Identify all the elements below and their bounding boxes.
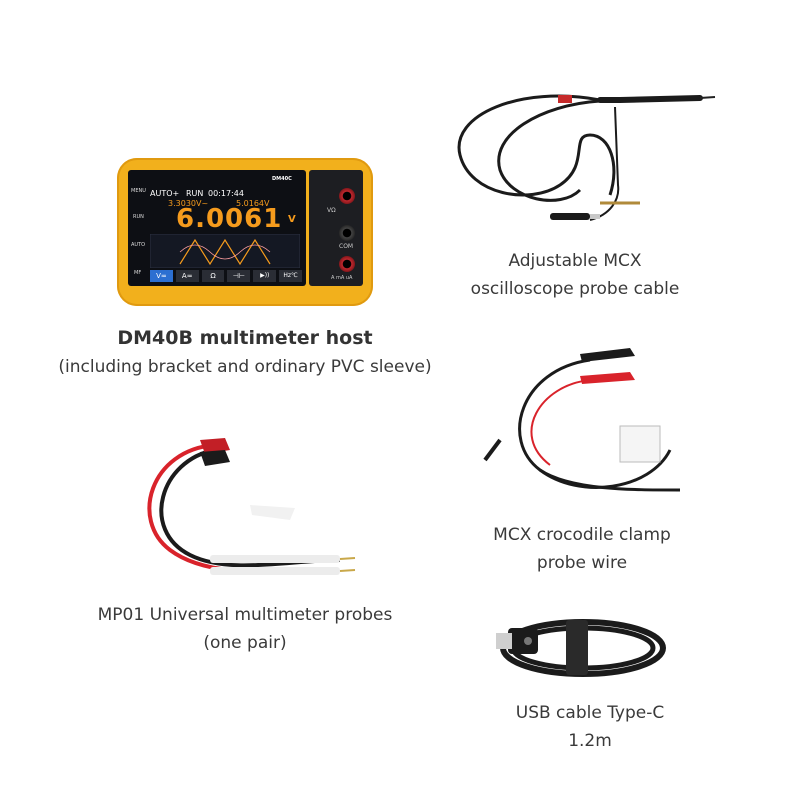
screen-menu-icon: MENU [131, 188, 146, 194]
multimeter-probes-image [147, 438, 356, 575]
oscilloscope-probe-image [457, 94, 716, 221]
caption-clamp-wire-line1: MCX crocodile clamp [493, 525, 671, 545]
crocodile-clamp-wire-image [483, 348, 681, 492]
jack-label-com: COM [339, 243, 354, 250]
caption-usb-line2: 1.2m [568, 731, 612, 751]
screen-auto-icon: AUTO [131, 242, 146, 248]
caption-probes: MP01 Universal multimeter probes (one pa… [75, 601, 415, 657]
jack-amp [339, 256, 355, 272]
jack-label-v: VΩ [327, 207, 336, 214]
screen-run-icon: RUN [133, 214, 144, 220]
screen-mode: AUTO+ [150, 189, 180, 198]
caption-usb: USB cable Type-C 1.2m [470, 699, 710, 755]
jack-v-ohm [339, 188, 355, 204]
usb-cable-image [496, 619, 666, 677]
main-reading: 6.0061 [176, 204, 283, 234]
caption-host-title: DM40B multimeter host [117, 327, 373, 349]
caption-host: DM40B multimeter host (including bracket… [30, 323, 460, 381]
caption-usb-line1: USB cable Type-C [515, 703, 665, 723]
waveform-graph [150, 234, 300, 268]
mode-button-volt[interactable]: V≂ [150, 270, 173, 282]
jack-panel: VΩ COM A mA uA [309, 170, 363, 286]
main-unit: V [288, 214, 296, 225]
caption-host-subtitle: (including bracket and ordinary PVC slee… [58, 357, 432, 377]
jack-label-amp: A mA uA [331, 275, 353, 281]
mode-button-hz[interactable]: Hz℃ [279, 270, 302, 282]
caption-probes-line1: MP01 Universal multimeter probes [97, 605, 393, 625]
screen-model: DM40C [272, 176, 292, 182]
mode-button-ohm[interactable]: Ω [201, 270, 225, 282]
mode-button-amp[interactable]: A≂ [175, 270, 199, 282]
sub-reading-1: 3.3030V~ [168, 199, 209, 208]
screen-run: RUN [186, 189, 204, 198]
screen-mf-icon: MF [134, 270, 142, 276]
caption-clamp-wire: MCX crocodile clamp probe wire [462, 521, 702, 577]
sub-reading-2: 5.0164V [236, 199, 270, 208]
caption-probes-line2: (one pair) [203, 633, 287, 653]
caption-mcx-probe-line1: Adjustable MCX [508, 251, 642, 271]
screen-time: 00:17:44 [208, 189, 244, 198]
mode-button-diode[interactable]: ▶)) [253, 270, 277, 282]
caption-mcx-probe: Adjustable MCX oscilloscope probe cable [455, 247, 695, 303]
jack-com [339, 225, 355, 241]
caption-clamp-wire-line2: probe wire [536, 553, 628, 573]
multimeter-screen: MENU RUN AUTO MF AUTO+ RUN 00:17:44 DM40… [128, 170, 306, 286]
caption-mcx-probe-line2: oscilloscope probe cable [470, 279, 680, 299]
mode-button-capacitance[interactable]: ⊣⊢ [227, 270, 251, 282]
